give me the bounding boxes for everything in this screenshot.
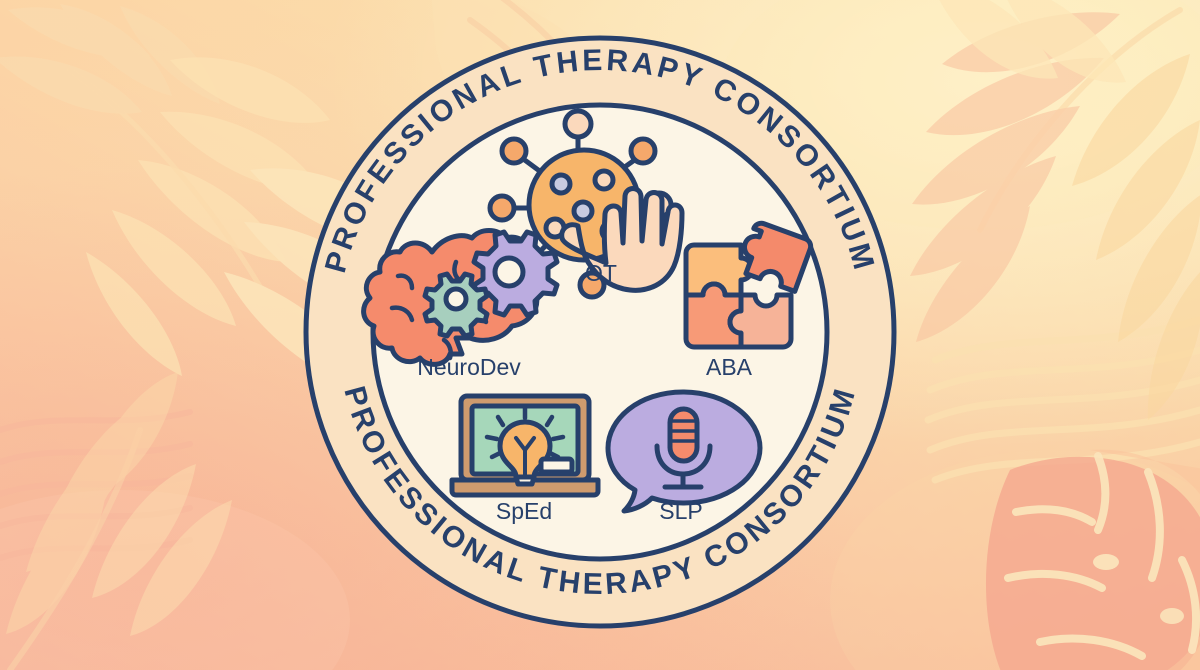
chalkboard-ledge [449,477,601,498]
chalkboard-lightbulb-icon [449,393,601,498]
puzzle-piece-loose [741,220,814,294]
sensory-ball-hand-icon [487,108,685,300]
icon-label-slp: SLP [659,498,702,524]
icon-neurodev[interactable]: NeuroDev [361,228,560,381]
seal-group: PROFESSIONAL THERAPY CONSORTIUM PROFESSI… [303,35,897,629]
puzzle-pieces-icon [683,220,814,350]
gear-green [422,271,490,339]
microphone-capsule [667,406,700,464]
icon-label-ot: OT [585,260,617,286]
speech-bubble-microphone-icon [605,389,763,514]
seal-outer-ring-stroke [303,35,897,629]
monstera-leaf-bottom-right [986,449,1200,670]
background-wave-lines-left [0,409,193,561]
icon-slp[interactable]: SLP [605,389,763,524]
icon-aba[interactable]: ABA [683,220,814,380]
icon-label-neurodev: NeuroDev [417,354,521,380]
icon-label-sped: SpEd [496,498,552,524]
icon-label-aba: ABA [706,354,753,380]
puzzle-piece-bottom-right [727,292,794,350]
lightbulb-filament [514,436,536,479]
icon-ot[interactable]: OT [487,108,685,300]
eraser [538,456,575,475]
gear-purple [471,229,560,318]
leaf-cluster-top-right [910,0,1200,420]
brain-gears-icon [361,228,560,367]
icon-sped[interactable]: SpEd [449,393,601,524]
hand-shape [559,186,685,293]
lightbulb-base [513,474,537,487]
leaf-cluster-bottom-left [6,372,232,670]
